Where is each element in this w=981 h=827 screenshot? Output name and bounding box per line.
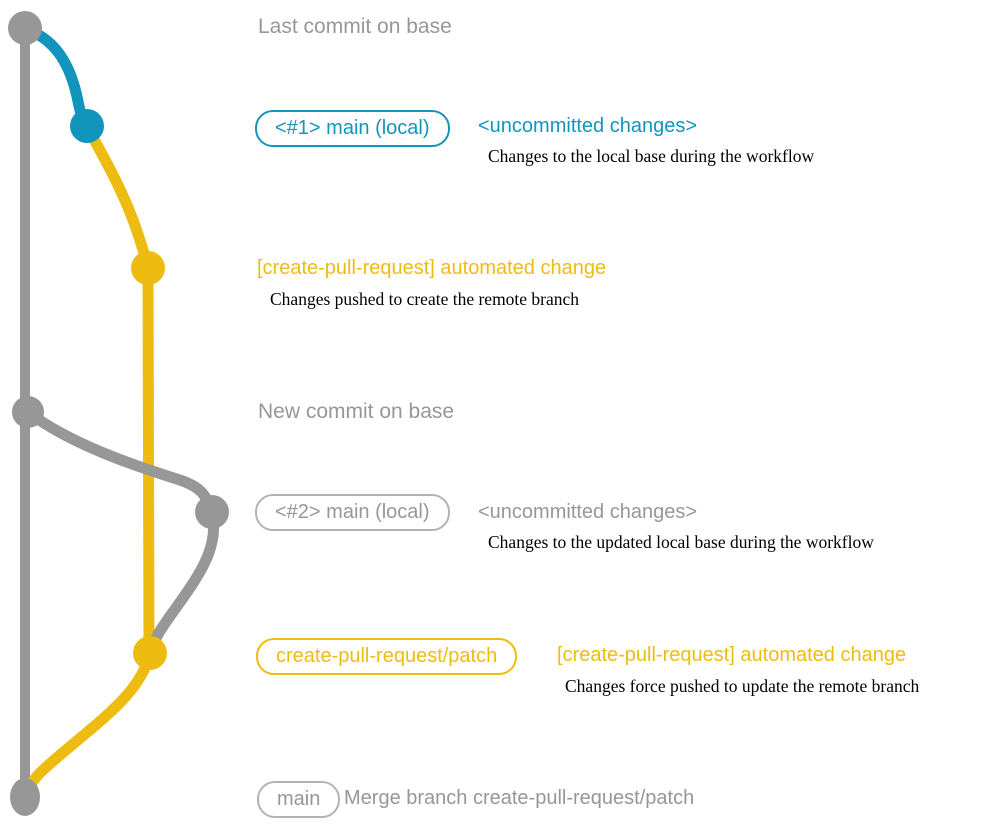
branch-badge-main: main xyxy=(257,781,341,818)
new-commit-header: New commit on base xyxy=(258,400,455,423)
commit-dot-last-commit-on-base xyxy=(8,11,42,45)
commit-dot-automated-change-2 xyxy=(133,636,167,670)
uncommitted-changes-label-2: <uncommitted changes> xyxy=(478,501,698,523)
commit-dot-uncommitted-changes-1 xyxy=(70,109,104,143)
remote-branch-create-line xyxy=(82,123,154,270)
automated-change-desc-1: Changes pushed to create the remote bran… xyxy=(270,289,580,309)
automated-change-label-2: [create-pull-request] automated change xyxy=(557,644,907,666)
uncommitted-changes-desc-1: Changes to the local base during the wor… xyxy=(488,146,815,166)
branch-badge-main-local-1: <#1> main (local) xyxy=(255,110,450,147)
uncommitted-changes-label-1: <uncommitted changes> xyxy=(478,115,698,137)
branch-badge-main-local-2: <#2> main (local) xyxy=(255,494,450,531)
force-push-update-line xyxy=(144,510,220,655)
branch-badge-create-pull-request-patch: create-pull-request/patch xyxy=(256,638,518,675)
last-commit-header: Last commit on base xyxy=(258,15,452,38)
remote-branch-line xyxy=(142,267,155,654)
local-changes-branch-2-line xyxy=(24,407,218,514)
merge-commit-label: Merge branch create-pull-request/patch xyxy=(344,787,695,809)
local-changes-branch-1-line xyxy=(22,22,92,129)
automated-change-desc-2: Changes force pushed to update the remot… xyxy=(565,676,920,696)
commit-dot-uncommitted-changes-2 xyxy=(195,495,229,529)
uncommitted-changes-desc-2: Changes to the updated local base during… xyxy=(488,532,874,552)
commit-dot-automated-change-1 xyxy=(131,251,165,285)
commit-dot-merge-commit xyxy=(10,778,40,816)
commit-dot-new-commit-on-base xyxy=(12,396,44,428)
automated-change-label-1: [create-pull-request] automated change xyxy=(257,257,607,279)
merge-into-base-line xyxy=(19,651,156,800)
